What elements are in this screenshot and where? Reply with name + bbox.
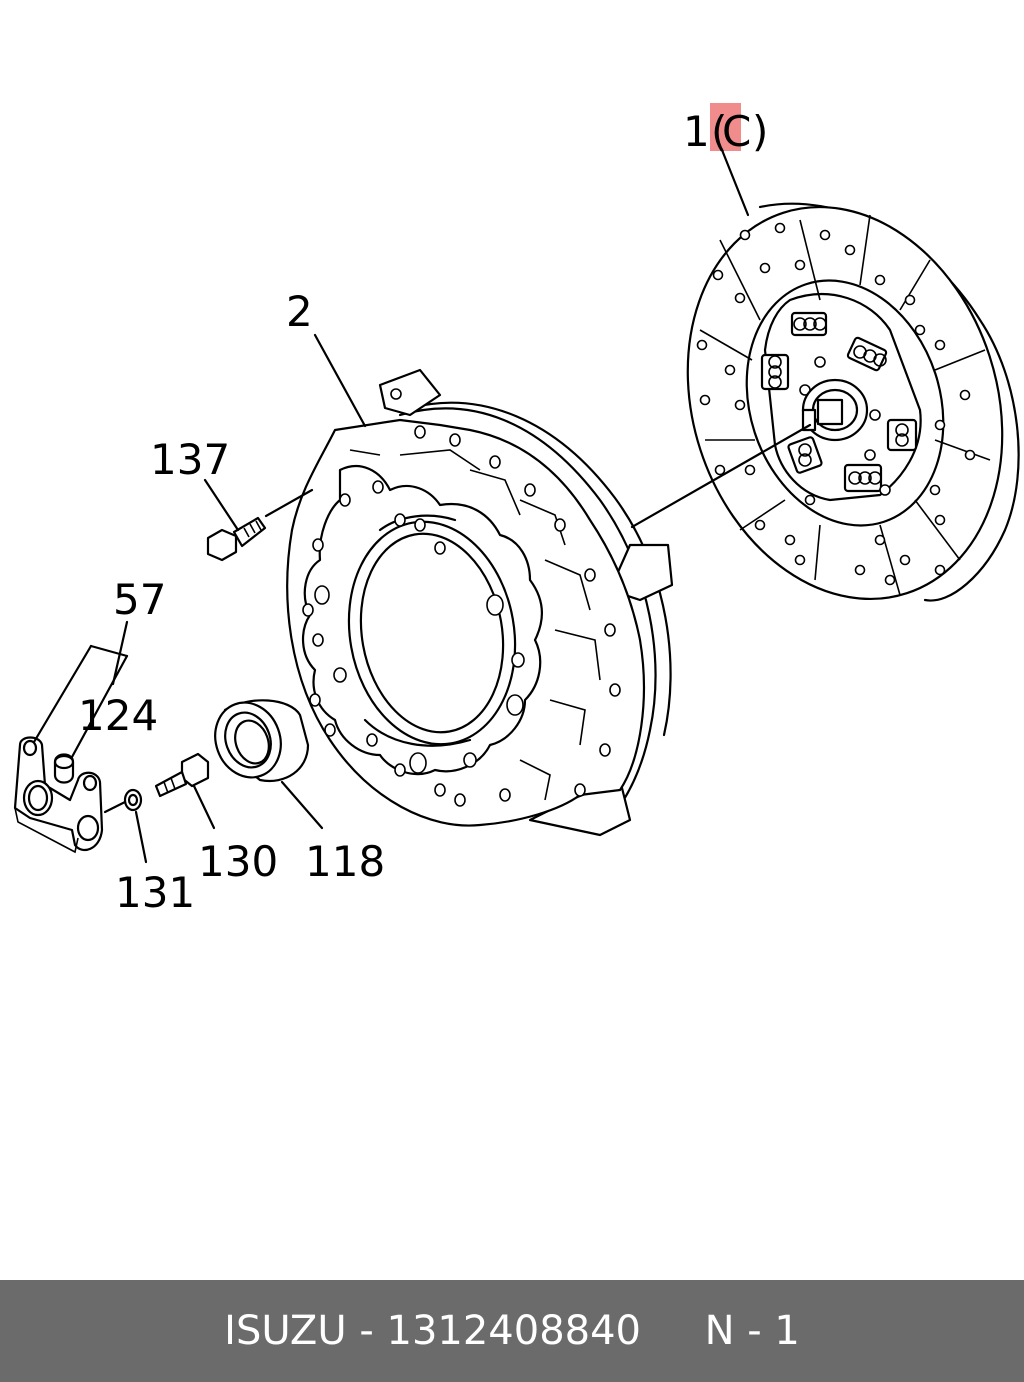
clutch-cover bbox=[286, 368, 674, 837]
bolt-137 bbox=[206, 516, 267, 562]
callout-118: 118 bbox=[305, 837, 385, 886]
callout-130: 130 bbox=[198, 837, 278, 886]
callout-1-number: 1 bbox=[683, 107, 710, 156]
callout-124: 124 bbox=[78, 691, 158, 740]
clutch-disc bbox=[686, 202, 1020, 602]
callout-57: 57 bbox=[113, 575, 166, 624]
footer-bar: ISUZU - 1312408840 N - 1 bbox=[0, 1280, 1024, 1382]
damper-springs bbox=[760, 311, 918, 493]
callout-highlight bbox=[710, 103, 741, 151]
callout-131: 131 bbox=[115, 868, 195, 917]
callout-1-letter: C bbox=[722, 107, 751, 156]
callout-137: 137 bbox=[150, 435, 230, 484]
release-fork bbox=[13, 736, 104, 854]
bolt-130 bbox=[154, 752, 210, 798]
callout-1-open-paren: ( bbox=[711, 107, 727, 156]
footer-separator: - bbox=[346, 1308, 387, 1354]
leader-lines bbox=[32, 148, 812, 864]
bushing-124 bbox=[53, 753, 75, 784]
footer-brand: ISUZU bbox=[224, 1308, 347, 1354]
callout-2: 2 bbox=[286, 287, 313, 336]
footer-part-number: 1312408840 bbox=[386, 1308, 642, 1354]
footer-gap bbox=[641, 1308, 705, 1354]
callout-1-close-paren: ) bbox=[752, 107, 768, 156]
parts-diagram: 1 ( C ) 2 137 57 124 130 118 131 bbox=[13, 103, 1020, 917]
release-bearing bbox=[214, 699, 310, 783]
footer-page: N - 1 bbox=[704, 1308, 800, 1354]
washer-131 bbox=[123, 788, 143, 812]
